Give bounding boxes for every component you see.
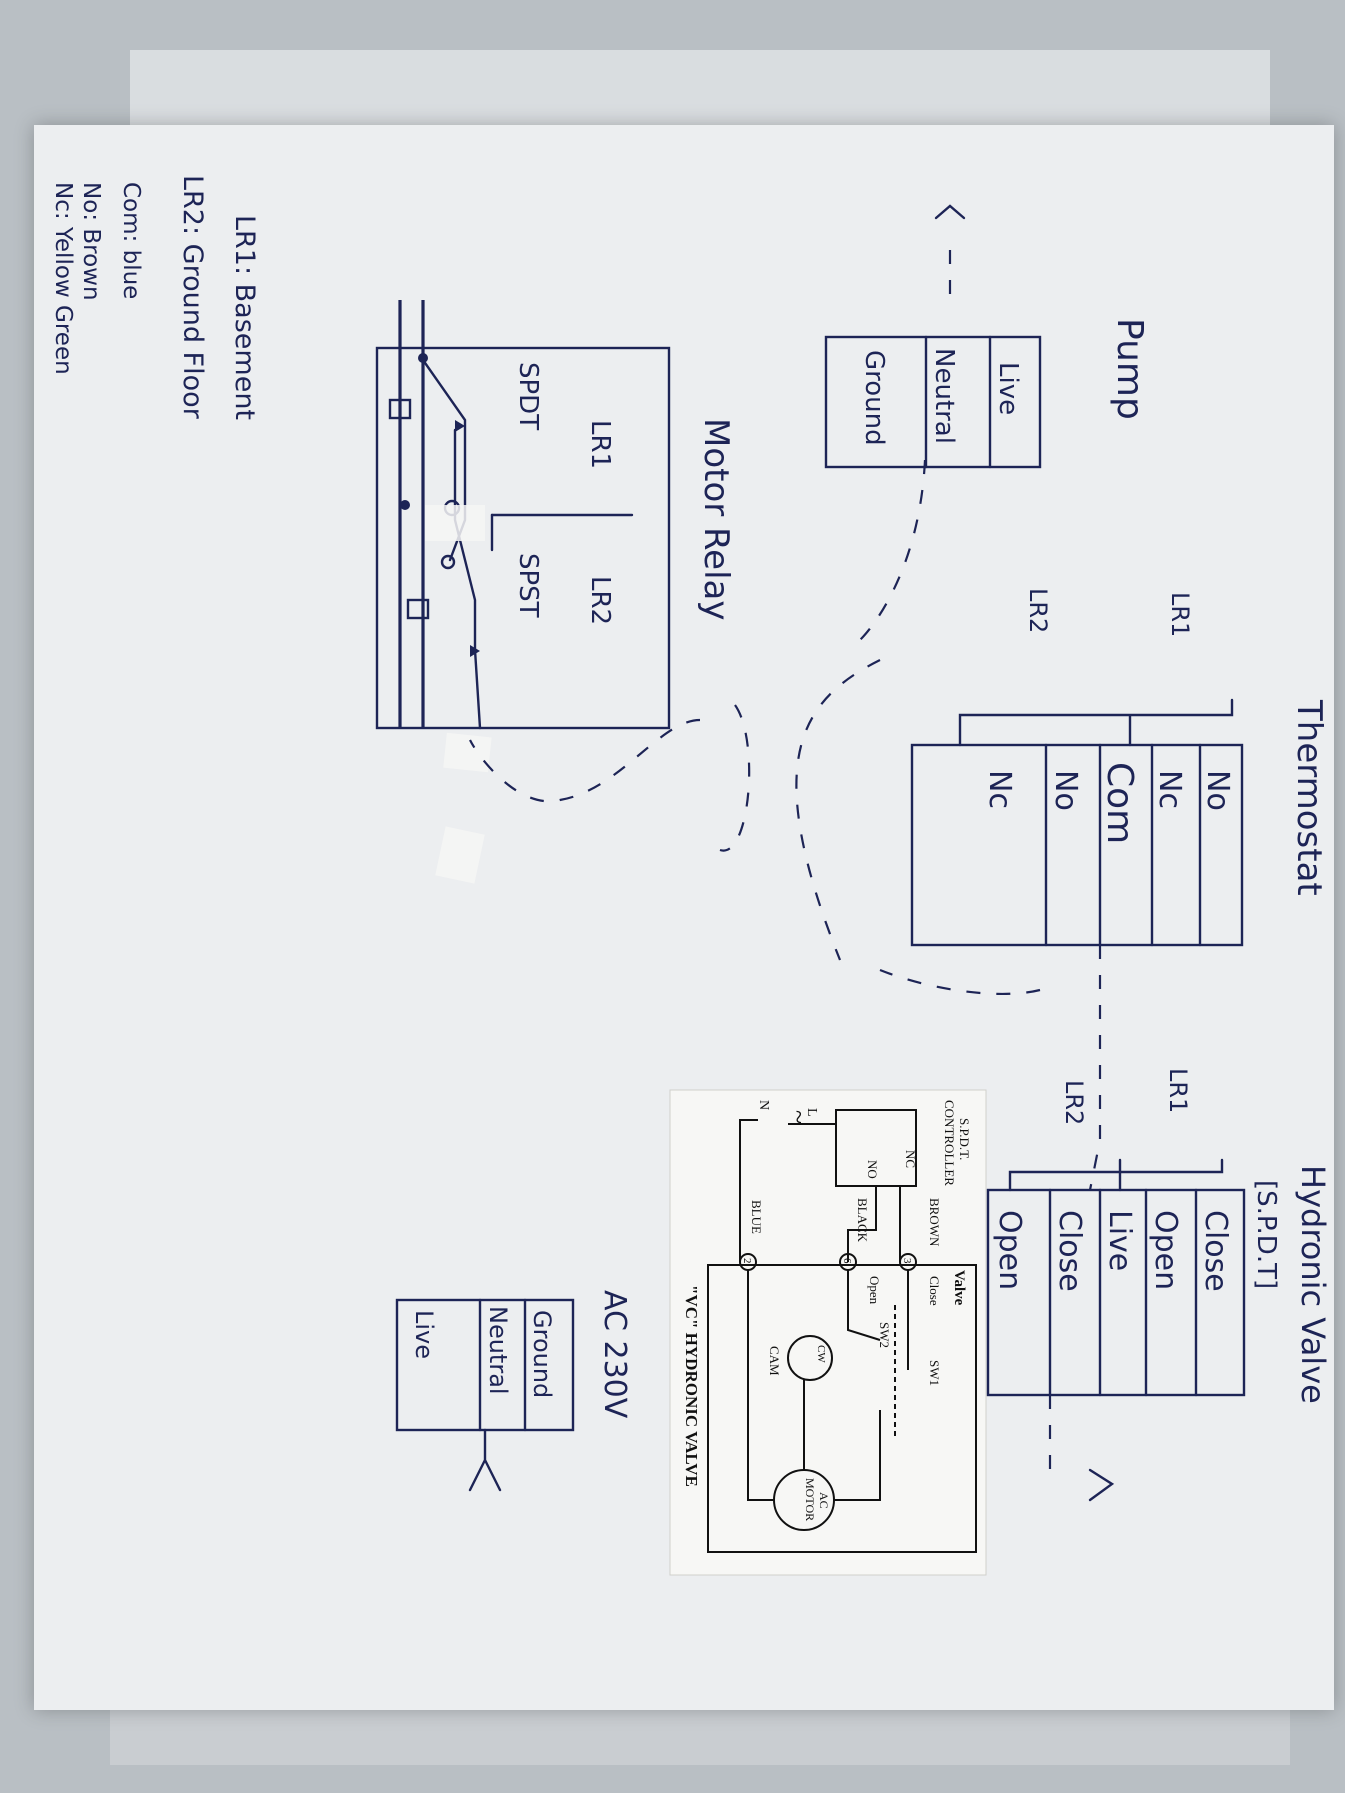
vc-sw2: SW2 — [877, 1322, 892, 1348]
motor-relay-title: Motor Relay — [696, 418, 736, 620]
relay-label-lr2: LR2 — [585, 576, 615, 625]
valve-row-open-2: Open — [992, 1210, 1027, 1290]
vc-terminal-2-label: 2 — [741, 1258, 753, 1264]
vc-controller-leads — [847, 1186, 901, 1262]
relay-terminal-icon-1 — [388, 398, 412, 420]
legend-lr2: LR2: Ground Floor — [177, 175, 208, 420]
hydronic-valve-block: Hydronic Valve [S.P.D.T] LR1 LR2 Close O… — [986, 1068, 1332, 1404]
valve-terminal-box — [986, 1188, 1246, 1397]
legend-nc: Nc: Yellow Green — [50, 182, 76, 375]
thermostat-group-lr1: LR1 — [1166, 592, 1194, 637]
pump-row-neutral: Neutral — [929, 348, 959, 444]
vc-supply-l: L — [804, 1108, 819, 1117]
relay-terminal-icon-2 — [406, 598, 430, 620]
vc-controller-2: CONTROLLER — [942, 1100, 957, 1186]
relay-node-4 — [440, 554, 456, 570]
vc-wire-brown: BROWN — [927, 1198, 942, 1247]
thermostat-terminal-box — [910, 743, 1244, 947]
valve-row-open-1: Open — [1148, 1210, 1183, 1290]
relay-label-lr1: LR1 — [585, 420, 615, 469]
ac-title: AC 230V — [597, 1290, 632, 1419]
vc-supply-n: N — [756, 1100, 771, 1110]
vc-switch-lines — [847, 1270, 909, 1370]
ac-row-ground: Ground — [528, 1310, 556, 1398]
relay-contact-marker-1 — [455, 420, 465, 432]
vc-motor-label: MOTOR — [803, 1478, 817, 1521]
valve-group-lr2: LR2 — [1060, 1080, 1088, 1125]
vc-label-open: Open — [867, 1276, 882, 1305]
relay-switch-contacts — [421, 358, 482, 730]
thermostat-row-no-1: No — [1200, 770, 1235, 811]
vc-motor-leads — [747, 1270, 881, 1501]
legend-lr1: LR1: Basement — [229, 215, 260, 420]
vc-valve-label: Valve — [951, 1270, 967, 1306]
relay-label-spst: SPST — [513, 553, 543, 618]
vc-supply-tilde: ~ — [784, 1110, 813, 1124]
thermostat-row-no-2: No — [1048, 770, 1083, 811]
vc-label-close: Close — [927, 1276, 942, 1306]
vc-cam-wheel — [787, 1335, 833, 1381]
thermostat-title: Thermostat — [1289, 699, 1329, 896]
ac-arrow-icon — [468, 1428, 502, 1492]
vc-motor-ac: AC — [817, 1492, 831, 1509]
vc-title: "VC" HYDRONIC VALVE — [682, 1285, 701, 1487]
vc-contact-no: NO — [865, 1160, 880, 1179]
vc-contact-nc: NC — [903, 1150, 918, 1168]
vc-cw-label: CW — [815, 1345, 827, 1363]
vc-sticker: "VC" HYDRONIC VALVE S.P.D.T. CONTROLLER … — [669, 1089, 987, 1576]
valve-row-close-2: Close — [1052, 1210, 1087, 1292]
legend-com: Com: blue — [118, 182, 144, 299]
vc-valve-frame — [707, 1264, 977, 1553]
motor-relay-block: Motor Relay LR1 SPDT LR2 SPST — [375, 300, 736, 730]
pump-block: Pump Live Neutral Ground — [824, 204, 1150, 469]
pump-arrow-icon — [934, 204, 966, 220]
thermostat-row-com: Com — [1099, 762, 1140, 844]
dashed-connections — [469, 459, 1115, 1502]
valve-row-live: Live — [1102, 1210, 1137, 1271]
vc-wire-blue: BLUE — [749, 1200, 764, 1234]
motor-relay-box — [375, 346, 671, 730]
pump-row-live: Live — [993, 362, 1023, 415]
wall-strip-top — [130, 50, 1270, 130]
valve-row-close-1: Close — [1198, 1210, 1233, 1292]
legend: LR1: Basement LR2: Ground Floor Com: blu… — [50, 175, 260, 420]
valve-title: Hydronic Valve — [1294, 1165, 1332, 1404]
vc-controller-1: S.P.D.T. — [957, 1118, 972, 1160]
vc-wire-black: BLACK — [855, 1198, 870, 1243]
vc-supply-leads — [739, 1119, 836, 1262]
relay-label-spdt: SPDT — [513, 362, 543, 430]
pump-title: Pump — [1109, 318, 1150, 420]
tape-strip-2 — [443, 732, 492, 773]
relay-node-1 — [418, 353, 428, 363]
thermostat-block: Thermostat LR1 LR2 No Nc Com No Nc — [910, 588, 1329, 947]
thermostat-row-nc-1: Nc — [1152, 770, 1187, 809]
relay-node-2 — [400, 500, 410, 510]
ac-supply-block: AC 230V Ground Neutral Live — [395, 1290, 632, 1492]
vc-sticker-paper — [669, 1089, 987, 1576]
ac-row-neutral: Neutral — [484, 1306, 512, 1395]
vc-terminal-3-label: 3 — [901, 1258, 913, 1264]
wall-strip-bottom — [110, 1705, 1290, 1765]
vc-cam-label: CAM — [767, 1346, 782, 1376]
valve-group-lr1: LR1 — [1164, 1068, 1192, 1113]
relay-contact-marker-2 — [470, 645, 480, 657]
legend-no: No: Brown — [78, 182, 104, 301]
valve-subtitle: [S.P.D.T] — [1251, 1180, 1281, 1289]
valve-arrow-icon — [1088, 1468, 1115, 1502]
vc-sw1: SW1 — [927, 1360, 942, 1386]
ac-row-live: Live — [410, 1310, 438, 1359]
pump-row-ground: Ground — [859, 350, 889, 446]
tape-strip-3 — [435, 826, 485, 884]
thermostat-row-nc-2: Nc — [982, 770, 1017, 809]
tape-strip-1 — [425, 505, 485, 541]
thermostat-group-lr2: LR2 — [1024, 588, 1052, 633]
pump-terminal-box — [824, 335, 1042, 469]
